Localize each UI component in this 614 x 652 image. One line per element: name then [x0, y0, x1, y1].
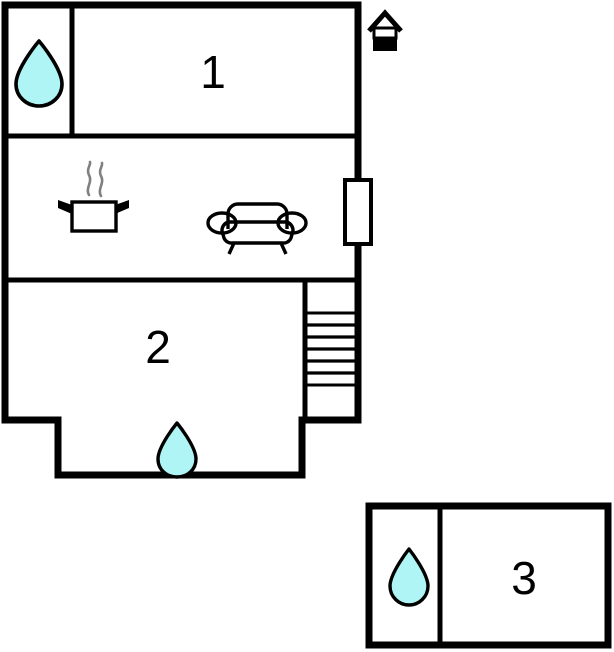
annex-building: 3: [365, 502, 612, 649]
window-icon: [343, 178, 373, 246]
water-drop-icon-bathroom-upper: [14, 39, 64, 108]
stairs-icon: [304, 311, 358, 387]
room-2-label: 2: [145, 321, 171, 373]
room-1-label: 1: [200, 46, 226, 98]
cooking-pot-icon: [58, 160, 129, 233]
pot-handle-right: [115, 200, 129, 214]
water-drop-icon-annex: [388, 547, 430, 607]
annex-outer-wall: [365, 502, 612, 649]
room-3-label: 3: [511, 552, 537, 604]
pot-handle-left: [58, 200, 72, 214]
sofa-icon: [206, 202, 308, 255]
main-building: 1 2: [1, 1, 373, 479]
main-building-outline-fill: [5, 5, 358, 475]
water-drop-icon-extension: [156, 421, 198, 479]
pot-body: [70, 200, 118, 233]
house-icon: [367, 9, 403, 51]
